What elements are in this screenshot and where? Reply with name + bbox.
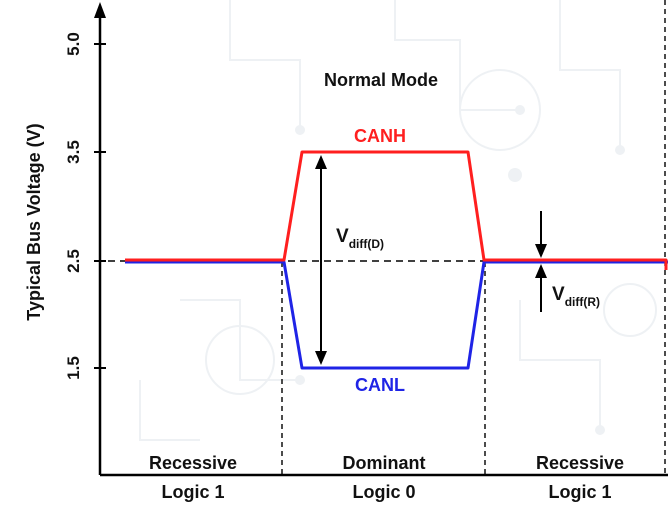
canl-waveform [125,260,668,370]
diagram-title: Normal Mode [324,70,438,90]
region-1-state-label: Recessive [149,453,237,473]
y-tick-label-2-5: 2.5 [64,249,83,273]
circuit-background [139,0,657,441]
canh-waveform [125,150,668,270]
y-axis-label: Typical Bus Voltage (V) [24,123,44,320]
region-2-logic-label: Logic 0 [352,482,415,502]
region-2-state-label: Dominant [343,453,426,473]
region-3-state-label: Recessive [536,453,624,473]
y-tick-label-1-5: 1.5 [64,356,83,380]
region-1-logic-label: Logic 1 [161,482,224,502]
vdiff-dominant-label: Vdiff(D) [336,226,384,251]
y-axis-arrowhead [94,2,106,18]
vdiff-recessive-label: Vdiff(R) [552,284,600,309]
vdiff-recessive-arrow [535,211,547,312]
vdiff-dominant-arrow [315,155,327,365]
canl-label: CANL [355,375,405,395]
y-tick-label-3-5: 3.5 [64,140,83,164]
region-3-logic-label: Logic 1 [548,482,611,502]
canh-label: CANH [354,126,406,146]
y-tick-label-5-0: 5.0 [64,32,83,56]
